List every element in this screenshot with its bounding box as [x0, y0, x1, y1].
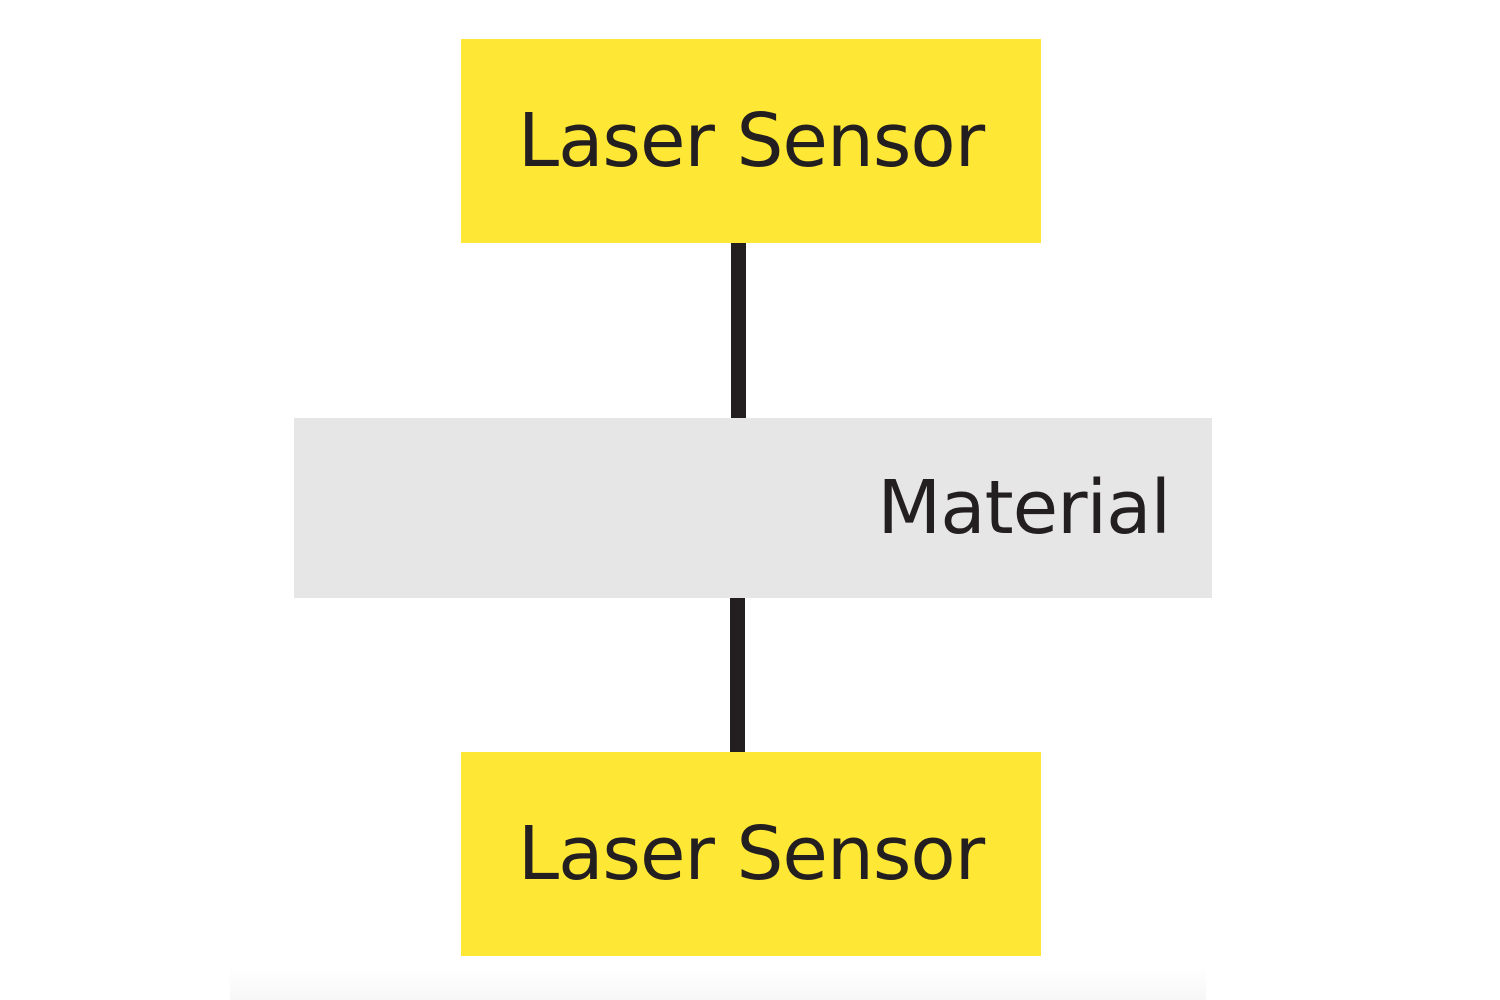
- material-slab: Material: [294, 418, 1212, 598]
- top-laser-sensor-box: Laser Sensor: [461, 39, 1041, 243]
- lower-laser-beam: [730, 597, 745, 753]
- material-label: Material: [877, 465, 1171, 551]
- bottom-laser-sensor-box: Laser Sensor: [461, 752, 1041, 956]
- bottom-shadow: [230, 968, 1206, 1000]
- bottom-laser-sensor-label: Laser Sensor: [517, 811, 985, 897]
- upper-laser-beam: [731, 243, 746, 419]
- top-laser-sensor-label: Laser Sensor: [517, 98, 985, 184]
